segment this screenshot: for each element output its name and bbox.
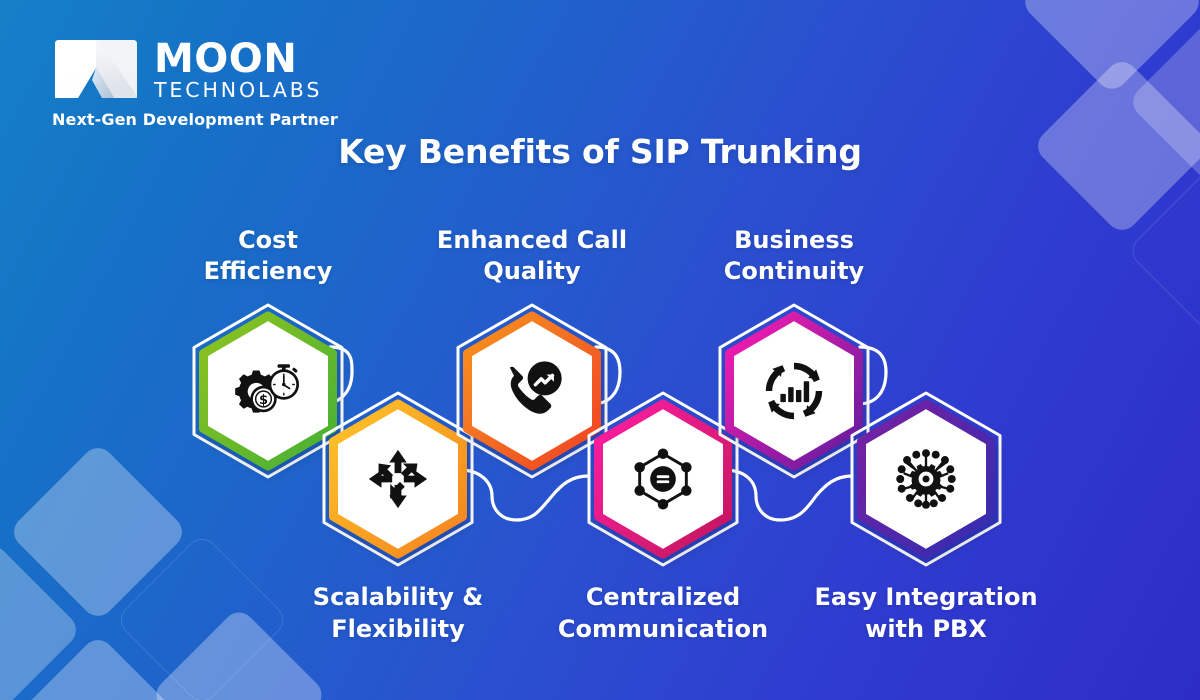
benefit-icon-four-way-arrows-icon (359, 440, 437, 518)
diamond-top-right-1 (1018, 0, 1200, 96)
mountain-logo-icon (52, 38, 140, 100)
diamond-bottom-left-2 (0, 539, 83, 700)
brand-name-primary: MOON (154, 36, 298, 82)
diamond-top-right-outline (1125, 161, 1200, 341)
diamond-bottom-left-1 (7, 441, 189, 623)
benefit-icon-phone-growth-arrow-icon (493, 352, 571, 430)
page-title: Key Benefits of SIP Trunking (338, 132, 862, 171)
benefit-icon-network-hub-icon (624, 440, 702, 518)
benefit-label-scalability-flexibility: Scalability &Flexibility (312, 583, 484, 643)
svg-text:$: $ (259, 393, 268, 408)
diamond-bottom-left-outline (114, 532, 290, 700)
benefit-icon-refresh-bar-chart-icon (755, 352, 833, 430)
benefit-icon-gear-dollar-stopwatch-icon: $ (229, 352, 307, 430)
hex-outer-ring (714, 302, 874, 480)
diamond-bottom-left-3 (7, 633, 189, 700)
hex-outer-ring (452, 302, 612, 480)
brand-name-secondary: TECHNOLABS (154, 78, 323, 103)
brand-logo: MOON TECHNOLABS Next-Gen Development Par… (52, 38, 362, 129)
brand-tagline: Next-Gen Development Partner (52, 109, 338, 129)
benefit-icon-gear-nodes-integration-icon (887, 440, 965, 518)
